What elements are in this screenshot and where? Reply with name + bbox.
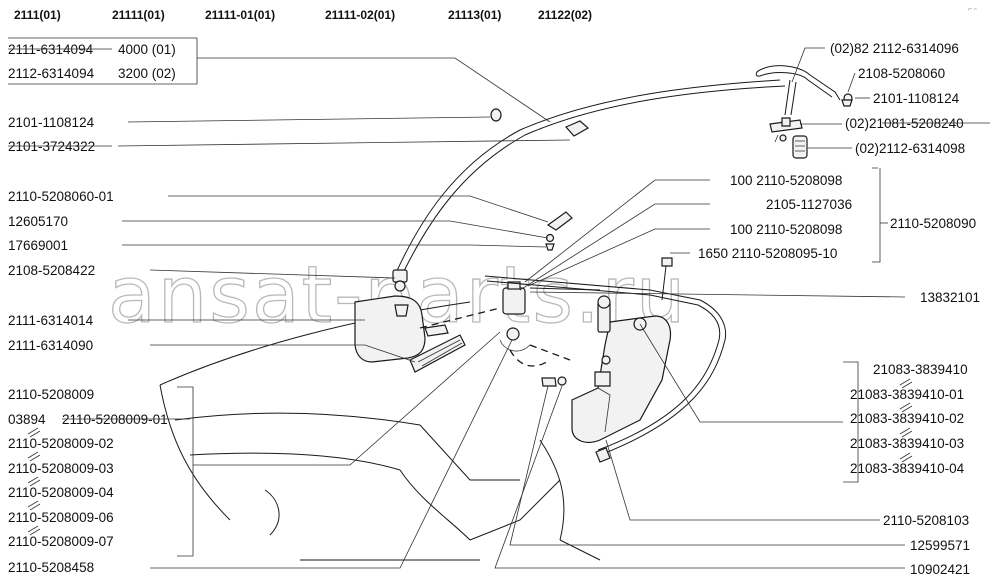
label-2110-5208090: 2110-5208090 <box>890 216 976 231</box>
label-2108-5208422: 2108-5208422 <box>8 263 95 278</box>
label-21083-3839410: 21083-3839410 <box>873 362 968 377</box>
header-model-6: 21122(02) <box>538 8 592 22</box>
label-2111-6314014: 2111-6314014 <box>8 313 94 328</box>
label-2110-5208060-01: 2110-5208060-01 <box>8 189 114 204</box>
label-2110-5208103: 2110-5208103 <box>883 513 969 528</box>
label-2110-5208009-06: 2110-5208009-06 <box>8 510 114 525</box>
label-2112-6314094: 2112-6314094 <box>8 66 95 81</box>
label-21083-3839410-02: 21083-3839410-02 <box>850 411 964 426</box>
label-21083-3839410-04: 21083-3839410-04 <box>850 461 965 476</box>
label-12605170: 12605170 <box>8 214 68 229</box>
right-washer-reservoir <box>541 257 673 443</box>
hood-washer-nozzle <box>490 108 590 137</box>
label-21083-3839410-03: 21083-3839410-03 <box>850 436 964 451</box>
assembly-dashed-lines <box>419 307 571 367</box>
label-2110-5208009-04: 2110-5208009-04 <box>8 485 114 500</box>
label-10902421: 10902421 <box>910 562 970 577</box>
nozzle-bracket <box>545 211 573 251</box>
label-2110-5208458: 2110-5208458 <box>8 560 94 575</box>
label-02-82-2112-6314096: (02)82 2112-6314096 <box>830 41 959 56</box>
model-header-row: 2111(01) 21111(01) 21111-01(01) 21111-02… <box>14 8 592 22</box>
label-2110-5208009-03: 2110-5208009-03 <box>8 461 114 476</box>
label-02-2112-6314098: (02)2112-6314098 <box>855 141 965 156</box>
label-17669001: 17669001 <box>8 238 68 253</box>
label-2101-1108124-right: 2101-1108124 <box>873 91 960 106</box>
pump-hoses <box>484 275 727 463</box>
right-labels: (02)82 2112-6314096 2108-5208060 2101-11… <box>830 41 990 577</box>
label-2105-1127036: 2105-1127036 <box>766 197 852 212</box>
label-03894: 03894 <box>8 412 46 427</box>
label-2110-5208009-07: 2110-5208009-07 <box>8 534 114 549</box>
label-21083-3839410-01: 21083-3839410-01 <box>850 387 964 402</box>
rear-nozzle-parts <box>774 93 853 159</box>
leader-lines <box>8 37 906 569</box>
label-2110-5208009: 2110-5208009 <box>8 387 94 402</box>
corner-mark-icon: ⌐ ▫ <box>968 6 977 13</box>
label-12599571: 12599571 <box>910 538 970 553</box>
label-2108-5208060: 2108-5208060 <box>858 66 945 81</box>
label-13832101: 13832101 <box>920 290 980 305</box>
interchange-marks-left <box>27 427 41 536</box>
header-model-2: 21111(01) <box>112 8 165 22</box>
label-2101-1108124: 2101-1108124 <box>8 115 95 130</box>
car-body-outline <box>159 301 601 561</box>
header-model-4: 21111-02(01) <box>325 8 395 22</box>
interchange-marks-right <box>899 378 913 463</box>
label-100-2110-5208098-b: 100 2110-5208098 <box>730 222 842 237</box>
label-100-2110-5208098-a: 100 2110-5208098 <box>730 173 842 188</box>
label-4000-01: 4000 (01) <box>118 42 176 57</box>
header-model-3: 21111-01(01) <box>205 8 275 22</box>
rear-hose-loop <box>755 65 841 133</box>
label-3200-02: 3200 (02) <box>118 66 176 81</box>
header-model-5: 21113(01) <box>448 8 501 22</box>
label-2110-5208009-01: 2110-5208009-01 <box>62 412 168 427</box>
washer-pump <box>499 281 531 352</box>
center-labels: 100 2110-5208098 2105-1127036 100 2110-5… <box>698 173 852 261</box>
label-2111-6314090: 2111-6314090 <box>8 338 93 353</box>
label-02-21081-5208240: (02)21081-5208240 <box>845 116 964 131</box>
label-2111-6314094: 2111-6314094 <box>8 42 94 57</box>
left-labels: 2111-6314094 4000 (01) 2112-6314094 3200… <box>8 42 190 575</box>
label-2101-3724322: 2101-3724322 <box>8 139 95 154</box>
label-1650-2110-5208095-10: 1650 2110-5208095-10 <box>698 246 837 261</box>
left-washer-reservoir <box>354 269 466 373</box>
header-model-1: 2111(01) <box>14 8 61 22</box>
label-2110-5208009-02: 2110-5208009-02 <box>8 436 114 451</box>
